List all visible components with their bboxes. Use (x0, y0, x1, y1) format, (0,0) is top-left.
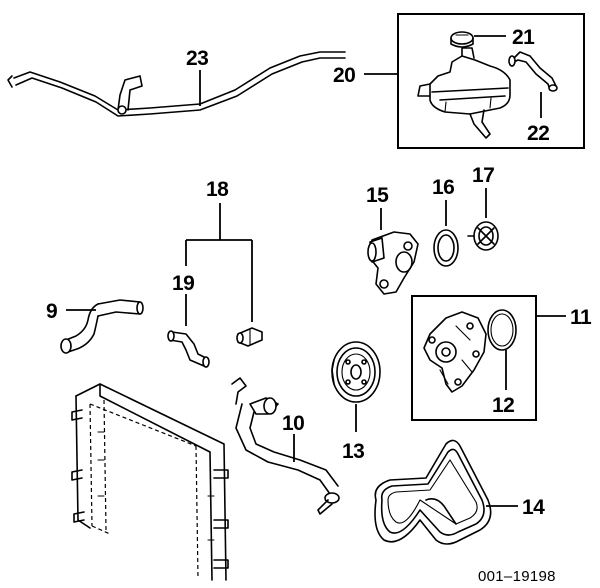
part-10-radiator-hose (231, 377, 340, 515)
callout-11: 11 (570, 306, 592, 329)
part-9-radiator-hose (60, 299, 144, 354)
group-box-11 (411, 295, 537, 421)
callout-21: 21 (512, 26, 535, 49)
reference-code: 001–19198 (478, 568, 556, 585)
callout-20: 20 (333, 64, 355, 87)
part-15-thermostat-housing (367, 231, 419, 295)
callout-12: 12 (492, 394, 514, 417)
callout-10: 10 (282, 412, 304, 435)
part-23-bypass-pipe (7, 51, 346, 117)
callout-14: 14 (522, 496, 545, 519)
callout-15: 15 (366, 184, 389, 207)
part-21-cap (450, 31, 474, 48)
part-22-reservoir-hose (508, 51, 558, 92)
callout-23: 23 (186, 47, 208, 70)
part-12-water-pump-gasket (487, 309, 517, 351)
part-20-coolant-reservoir (417, 47, 511, 139)
callout-9: 9 (46, 300, 57, 323)
part-17-thermostat (467, 221, 499, 251)
part-16-thermostat-gasket (433, 229, 459, 267)
callout-19: 19 (172, 272, 194, 295)
group-box-20 (397, 13, 585, 149)
leader-18-bracket (185, 203, 253, 322)
callout-13: 13 (342, 440, 364, 463)
radiator-assembly (71, 383, 229, 581)
part-14-drive-belt (374, 439, 492, 545)
part-19-heater-hose (167, 330, 210, 368)
callout-22: 22 (527, 122, 549, 145)
callout-17: 17 (472, 164, 494, 187)
part-13-water-pump-pulley (331, 341, 381, 403)
part-18-hose-connector (236, 327, 263, 347)
part-11-water-pump (423, 311, 487, 393)
callout-16: 16 (432, 176, 454, 199)
callout-18: 18 (206, 178, 229, 201)
